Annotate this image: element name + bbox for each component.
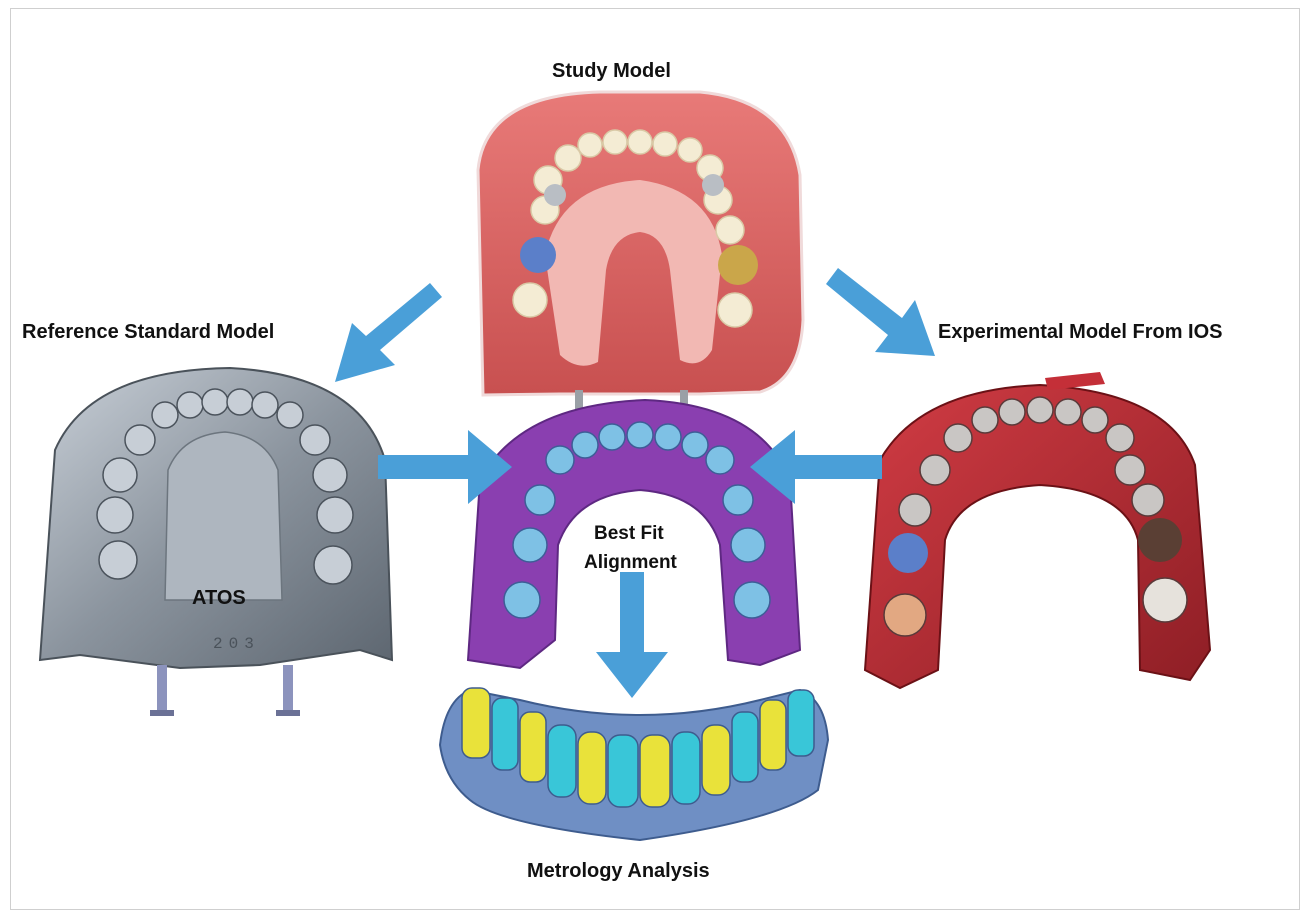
best-fit-label-line2: Alignment xyxy=(584,552,677,574)
study-model-label: Study Model xyxy=(552,60,671,83)
metrology-analysis-label: Metrology Analysis xyxy=(527,860,710,883)
study-model-image xyxy=(478,92,803,412)
experimental-blue-tooth xyxy=(888,533,928,573)
arrow-best-fit-to-metrology xyxy=(596,572,668,698)
arrow-study-to-reference xyxy=(335,283,442,382)
blue-tooth xyxy=(520,237,556,273)
experimental-model-label: Experimental Model From IOS xyxy=(938,321,1223,344)
arrow-study-to-experimental xyxy=(826,268,935,356)
experimental-dark-crown xyxy=(1138,518,1182,562)
svg-text:203: 203 xyxy=(213,635,260,653)
reference-standard-model-label: Reference Standard Model xyxy=(22,321,274,344)
best-fit-label-line1: Best Fit xyxy=(594,523,664,545)
atos-label: ATOS xyxy=(192,587,246,610)
reference-standard-model-image: 203 xyxy=(40,368,392,716)
metrology-analysis-image xyxy=(440,688,828,840)
experimental-model-image xyxy=(865,372,1210,688)
gold-crown xyxy=(718,245,758,285)
